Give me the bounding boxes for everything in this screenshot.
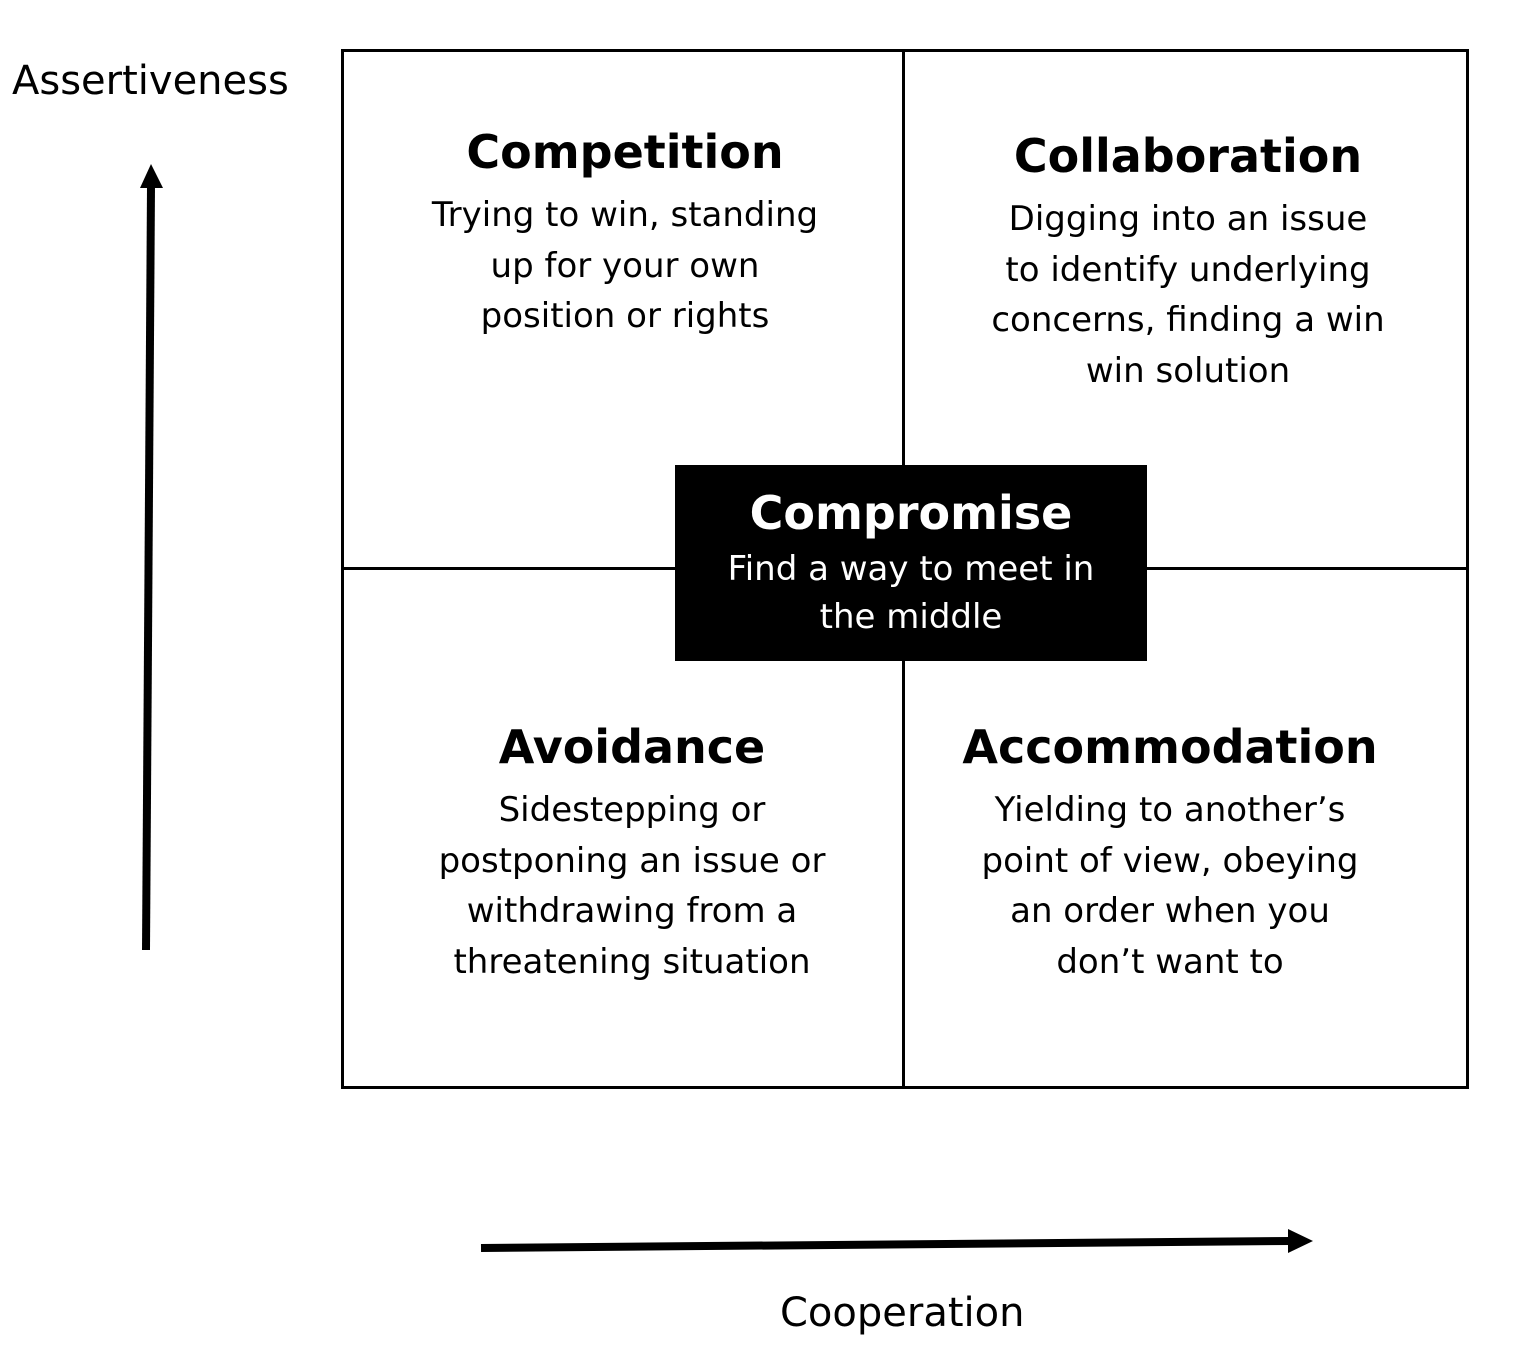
competition-title: Competition [466, 125, 784, 179]
compromise-title: Compromise [749, 486, 1073, 540]
accommodation-description: Yielding to another’s point of view, obe… [981, 790, 1359, 982]
collaboration-title: Collaboration [1013, 129, 1363, 183]
x-axis-label: Cooperation [780, 1290, 1025, 1336]
y-axis-label: Assertiveness [12, 58, 289, 104]
quadrant-accommodation: Accommodation Yielding to another’s poin… [950, 719, 1390, 987]
avoidance-title: Avoidance [498, 720, 766, 774]
compromise-box: Compromise Find a way to meet in the mid… [675, 465, 1147, 661]
quadrant-collaboration: Collaboration Digging into an issue to i… [968, 128, 1408, 396]
competition-description: Trying to win, standing up for your own … [431, 195, 819, 336]
quadrant-competition: Competition Trying to win, standing up f… [405, 124, 845, 342]
x-axis-arrow [480, 1229, 1313, 1253]
y-axis-arrow [140, 164, 163, 951]
quadrant-avoidance: Avoidance Sidestepping or postponing an … [412, 719, 852, 987]
compromise-description: Find a way to meet in the middle [727, 549, 1095, 637]
avoidance-description: Sidestepping or postponing an issue or w… [438, 790, 826, 982]
accommodation-title: Accommodation [962, 720, 1378, 774]
collaboration-description: Digging into an issue to identify underl… [991, 199, 1385, 391]
